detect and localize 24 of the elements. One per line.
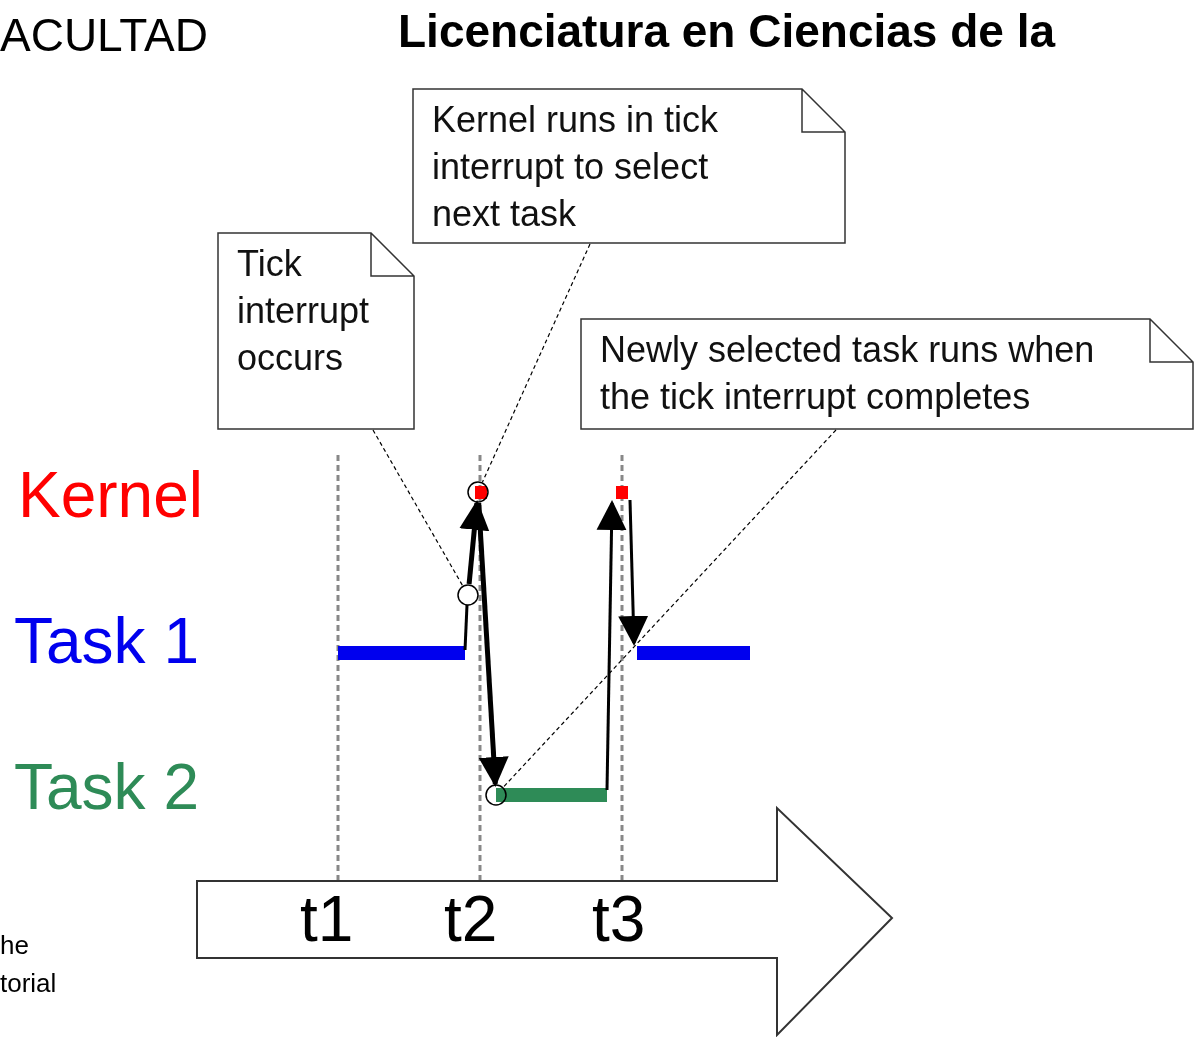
- note-text: Newly selected task runs when the tick interrupt completes: [600, 328, 1096, 419]
- leader-line: [481, 243, 591, 483]
- note-text: Tick interrupt occurs: [237, 242, 371, 380]
- title: Licenciatura en Ciencias de la: [398, 4, 1056, 58]
- transition-arrow: [476, 502, 509, 787]
- note-text: Kernel runs in tick interrupt to select next task: [432, 98, 720, 236]
- marker-circle: [467, 481, 489, 503]
- header-text: ACULTAD: [0, 8, 208, 62]
- time-label: t3: [592, 882, 646, 956]
- row-label: Task 1: [14, 604, 199, 678]
- note-box: [580, 318, 1194, 430]
- time-label: t1: [300, 882, 354, 956]
- leader-line: [502, 429, 837, 788]
- leader-line: [372, 429, 464, 587]
- text-fragment: torial: [0, 968, 57, 999]
- transition-arrow: [459, 499, 490, 585]
- note-box: [217, 232, 415, 430]
- marker-circle: [457, 584, 479, 606]
- text-fragment: he: [0, 930, 29, 961]
- marker-circle: [485, 784, 507, 806]
- row-label: Kernel: [18, 458, 203, 532]
- note-box: [412, 88, 846, 244]
- row-label: Task 2: [14, 750, 199, 824]
- time-label: t2: [444, 882, 498, 956]
